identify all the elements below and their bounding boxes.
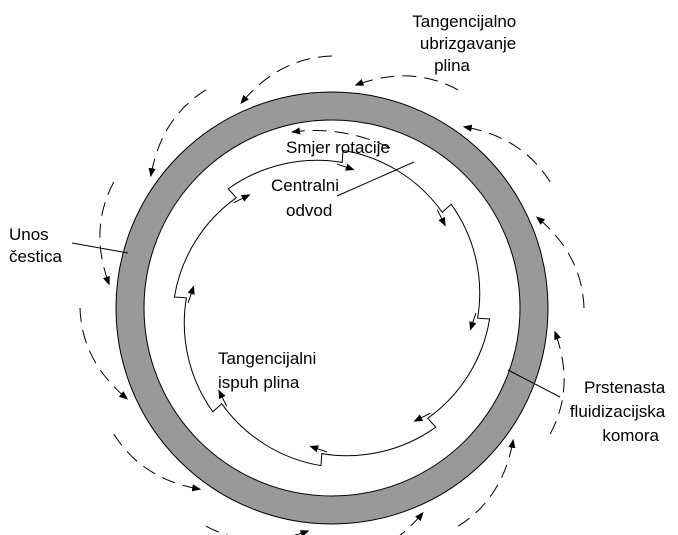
injection-dashed-arrow	[79, 307, 129, 400]
exhaust-arrow	[413, 412, 431, 422]
injection-dashed-arrow	[535, 216, 585, 309]
injection-dashed-arrow	[549, 330, 565, 435]
inner-distributor-sawtooth	[173, 149, 491, 467]
inner-flow-arrows	[187, 163, 477, 453]
particle-input-label: Unos čestica	[9, 225, 62, 266]
chamber-leader	[507, 369, 561, 398]
gas-injection-label: Tangencijalno ubrizgavanje plina	[412, 12, 521, 75]
injection-dashed-arrow	[148, 89, 207, 178]
injection-dashed-arrow	[457, 438, 516, 527]
outer-wall-inner-edge	[143, 119, 521, 497]
injection-dashed-arrow	[99, 181, 115, 286]
injection-dashed-arrow	[399, 511, 424, 535]
exhaust-arrow	[233, 194, 251, 204]
exhaust-arrow	[336, 163, 355, 171]
injection-dashed-arrow	[354, 75, 459, 91]
outer-wall-outer-edge	[115, 91, 549, 525]
rotation-label: Smjer rotacije	[286, 138, 390, 157]
injection-dashed-arrow	[113, 433, 202, 492]
exhaust-arrow	[469, 312, 477, 331]
particle-input-leader	[71, 242, 129, 254]
outer-gas-injection-paths	[79, 55, 585, 535]
injection-dashed-arrow	[205, 525, 310, 535]
exhaust-arrow	[218, 389, 228, 407]
injection-dashed-arrow	[462, 124, 551, 183]
central-outlet-label: Centralni odvod	[271, 176, 344, 220]
exhaust-arrow	[309, 445, 328, 453]
outer-wall-ring	[116, 92, 548, 524]
gas-exhaust-label: Tangencijalni ispuh plina	[218, 349, 321, 392]
central-outlet-leader	[336, 161, 415, 197]
exhaust-arrow	[187, 285, 195, 304]
injection-dashed-arrow	[240, 55, 333, 105]
rotation-direction-arc	[291, 127, 391, 149]
chamber-label: Prstenasta fluidizacijska komora	[570, 378, 670, 445]
exhaust-arrow	[436, 209, 446, 227]
